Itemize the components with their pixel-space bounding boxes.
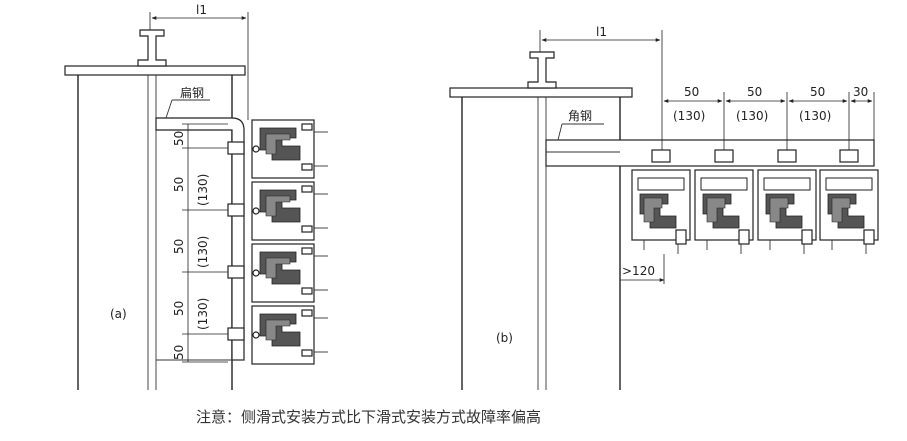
b-dim-bottom-2: (130) xyxy=(736,109,768,123)
b-dim-bottom-3: (130) xyxy=(799,109,831,123)
diagram-a xyxy=(64,12,329,390)
a-dim-5: (130) xyxy=(196,236,210,268)
a-flat-steel-label: 扁钢 xyxy=(180,86,204,100)
installation-note: 注意：侧滑式安装方式比下滑式安装方式故障率偏高 xyxy=(196,408,541,426)
b-dim-top-2: 50 xyxy=(747,85,762,99)
b-dim-top-3: 50 xyxy=(810,85,825,99)
diagram-b xyxy=(449,30,879,390)
b-clearance-dim: >120 xyxy=(622,264,655,278)
b-dim-top-4: 30 xyxy=(853,85,868,99)
b-dim-bottom-1: (130) xyxy=(673,109,705,123)
a-dim-6: 50 xyxy=(172,301,186,316)
a-top-dim: l1 xyxy=(196,3,207,17)
a-dim-4: 50 xyxy=(172,239,186,254)
a-dim-2: 50 xyxy=(172,177,186,192)
a-diagram-tag: (a) xyxy=(110,307,127,321)
b-dim-top-1: 50 xyxy=(684,85,699,99)
a-dim-7: (130) xyxy=(196,298,210,330)
a-dim-8: 50 xyxy=(172,345,186,360)
a-dim-1: 50 xyxy=(172,131,186,146)
a-dim-3: (130) xyxy=(196,174,210,206)
b-diagram-tag: (b) xyxy=(496,331,513,345)
b-top-dim: l1 xyxy=(596,25,607,39)
b-angle-steel-label: 角钢 xyxy=(568,109,592,123)
